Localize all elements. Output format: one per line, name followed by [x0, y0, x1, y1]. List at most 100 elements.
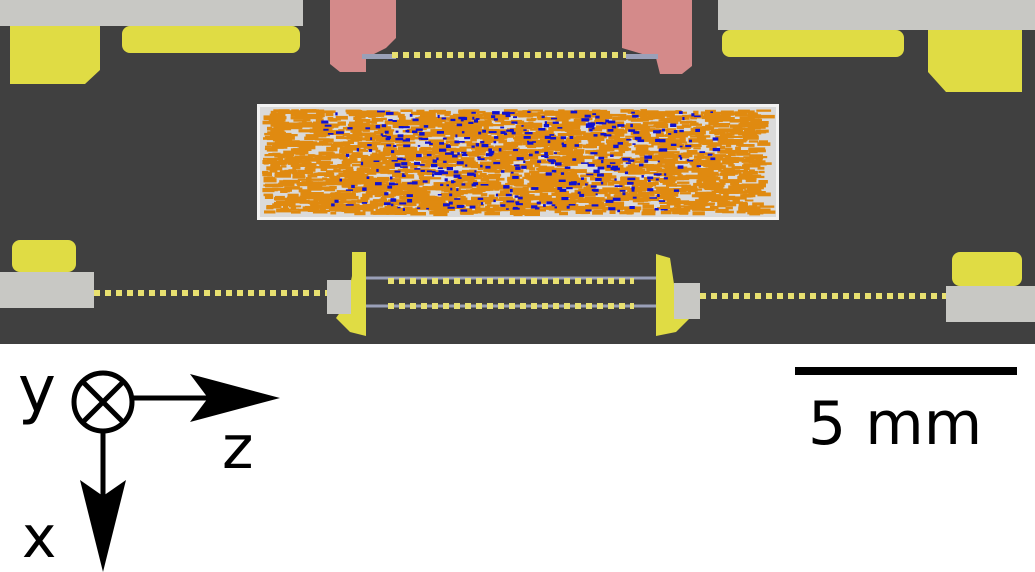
- particle-orange: [593, 127, 610, 130]
- particle-orange: [552, 136, 564, 140]
- bottom-right-yellow-block: [952, 252, 1022, 286]
- particle-orange: [484, 148, 492, 152]
- particle-orange: [471, 110, 486, 114]
- particle-blue: [395, 130, 399, 133]
- particle-blue: [632, 114, 639, 118]
- particle-blue: [630, 123, 633, 128]
- particle-orange: [278, 159, 294, 162]
- particle-orange: [675, 200, 690, 205]
- particle-orange: [419, 121, 427, 124]
- particle-orange: [332, 175, 341, 180]
- particle-orange: [333, 144, 350, 147]
- particle-blue: [360, 161, 364, 166]
- particle-orange: [328, 118, 341, 121]
- particle-orange: [410, 166, 418, 169]
- particle-blue: [426, 153, 432, 157]
- particle-orange: [656, 188, 664, 193]
- particle-orange: [697, 137, 705, 141]
- particle-blue: [465, 164, 468, 167]
- particle-orange: [458, 174, 472, 178]
- particle-orange: [398, 147, 416, 153]
- particle-orange: [546, 157, 554, 160]
- particle-orange: [329, 186, 337, 190]
- particle-blue: [375, 125, 381, 129]
- y-axis-cross-b: [81, 380, 125, 424]
- particle-orange: [755, 129, 769, 133]
- particle-orange: [461, 169, 469, 174]
- particle-orange: [417, 206, 434, 210]
- particle-blue: [480, 202, 484, 205]
- particle-blue: [503, 185, 510, 189]
- particle-orange: [271, 205, 280, 208]
- particle-blue: [457, 152, 460, 156]
- particle-orange: [556, 126, 571, 129]
- particle-orange: [711, 197, 728, 203]
- particle-blue: [377, 110, 385, 113]
- particle-orange: [358, 176, 374, 179]
- particle-orange: [448, 200, 456, 203]
- particle-blue: [420, 169, 425, 172]
- particle-orange: [365, 191, 376, 196]
- particle-orange: [757, 193, 771, 196]
- particle-orange: [627, 188, 643, 192]
- particle-orange: [570, 126, 581, 130]
- particle-orange: [479, 156, 491, 160]
- particle-blue: [606, 164, 611, 168]
- particle-orange: [420, 165, 431, 168]
- particle-orange: [571, 200, 581, 203]
- particle-orange: [319, 161, 325, 166]
- particle-blue: [334, 199, 339, 203]
- particle-orange: [422, 150, 436, 156]
- particle-orange: [635, 150, 650, 155]
- particle-orange: [489, 124, 504, 127]
- bottom-left-gray-block: [0, 272, 94, 308]
- particle-orange: [738, 205, 752, 209]
- particle-orange: [621, 186, 631, 191]
- particle-orange: [613, 194, 631, 198]
- particle-orange: [631, 184, 639, 189]
- particle-orange: [502, 203, 515, 208]
- particle-orange: [264, 132, 277, 136]
- particle-blue: [515, 203, 523, 206]
- particle-orange: [594, 153, 600, 157]
- particle-blue: [451, 180, 454, 184]
- particle-orange: [576, 135, 593, 140]
- particle-blue: [710, 111, 713, 113]
- particle-orange: [459, 147, 467, 152]
- particle-orange: [706, 184, 720, 189]
- particle-blue: [600, 133, 607, 136]
- particle-orange: [598, 197, 605, 201]
- particle-orange: [380, 126, 391, 130]
- particle-orange: [675, 143, 681, 148]
- particle-orange: [606, 142, 619, 146]
- particle-blue: [393, 145, 397, 148]
- particle-orange: [413, 119, 429, 123]
- particle-orange: [264, 154, 274, 157]
- particle-orange: [273, 124, 285, 129]
- particle-orange: [691, 152, 707, 155]
- particle-orange: [495, 145, 502, 148]
- particle-orange: [443, 158, 449, 161]
- particle-orange: [304, 136, 319, 140]
- particle-orange: [362, 127, 370, 132]
- particle-blue: [595, 115, 600, 119]
- particle-orange: [479, 173, 487, 176]
- particle-orange: [345, 169, 354, 174]
- particle-orange: [368, 161, 385, 165]
- particle-orange: [272, 152, 281, 156]
- particle-orange: [593, 189, 607, 193]
- particle-orange: [405, 183, 418, 186]
- particle-orange: [286, 187, 303, 190]
- particle-orange: [320, 167, 328, 172]
- particle-orange: [699, 199, 709, 202]
- particle-orange: [621, 206, 637, 210]
- particle-blue: [659, 139, 666, 143]
- particle-orange: [693, 182, 704, 187]
- particle-orange: [437, 130, 452, 135]
- particle-orange: [556, 190, 569, 195]
- particle-orange: [314, 198, 320, 201]
- particle-orange: [322, 206, 334, 210]
- particle-blue: [557, 127, 563, 129]
- particle-orange: [392, 151, 408, 155]
- particle-orange: [520, 204, 537, 209]
